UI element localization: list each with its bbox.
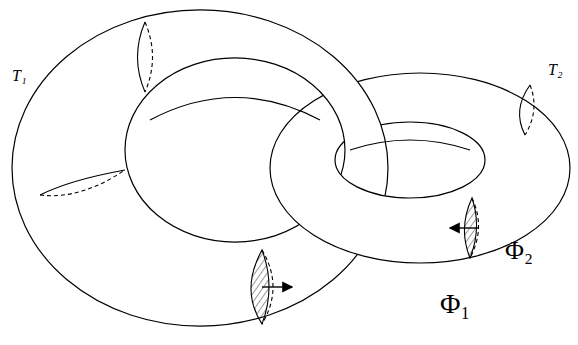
cross-section [145, 22, 153, 92]
cross-section [40, 170, 125, 196]
cross-section [138, 22, 146, 92]
cross-section [525, 85, 534, 135]
torus-2-front [270, 168, 570, 263]
label: T₂ [548, 62, 562, 78]
cross-section [40, 170, 125, 195]
hole-contour [150, 98, 320, 121]
label: T₁ [12, 68, 26, 84]
label: Φ₁ [440, 290, 470, 318]
hole-contour [350, 140, 470, 150]
label: Φ₂ [505, 238, 533, 264]
flux-arrow [262, 286, 292, 287]
flux-arrow [450, 227, 478, 228]
